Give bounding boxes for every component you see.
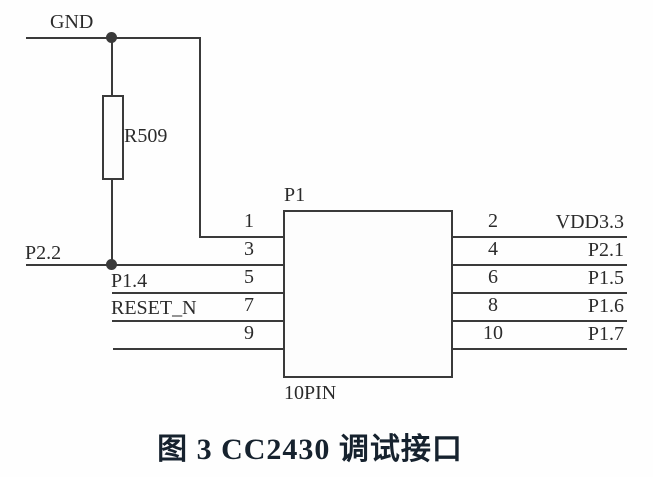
connector-designator-label: P1: [284, 184, 306, 206]
wire-pin4: [453, 264, 627, 266]
wire-resistor-top: [111, 38, 113, 95]
wire-pin8: [453, 320, 627, 322]
net-label-p1-5: P1.5: [587, 267, 624, 289]
pin-number-4: 4: [488, 238, 498, 260]
wire-pin7: [112, 320, 283, 322]
pin-number-8: 8: [488, 294, 498, 316]
pin-number-5: 5: [244, 266, 254, 288]
wire-pin2: [453, 236, 627, 238]
net-label-gnd: GND: [50, 11, 94, 33]
net-label-p1-7: P1.7: [587, 323, 624, 345]
pin-number-1: 1: [244, 210, 254, 232]
net-label-reset-n: RESET_N: [111, 297, 197, 319]
net-label-vdd3-3: VDD3.3: [555, 211, 624, 233]
wire-pin9: [113, 348, 283, 350]
net-label-p2-1: P2.1: [587, 239, 624, 261]
connector-footprint-label: 10PIN: [284, 382, 337, 404]
figure-caption: 图 3 CC2430 调试接口: [157, 433, 463, 466]
net-label-p2-2: P2.2: [25, 242, 62, 264]
pin-number-7: 7: [244, 294, 254, 316]
resistor-body: [102, 95, 124, 180]
pin-number-2: 2: [488, 210, 498, 232]
net-label-p1-4: P1.4: [111, 270, 148, 292]
resistor-ref-label: R509: [124, 125, 168, 147]
connector-body: [283, 210, 453, 378]
wire-pin3: [26, 264, 283, 266]
junction-dot: [106, 32, 117, 43]
pin-number-10: 10: [483, 322, 503, 344]
wire-pin1: [199, 236, 283, 238]
wire-pin5: [112, 292, 283, 294]
wire-pin10: [453, 348, 627, 350]
wire-gnd-to-pin1: [199, 38, 201, 237]
wire-resistor-bottom: [111, 180, 113, 265]
net-label-p1-6: P1.6: [587, 295, 624, 317]
pin-number-6: 6: [488, 266, 498, 288]
pin-number-3: 3: [244, 238, 254, 260]
pin-number-9: 9: [244, 322, 254, 344]
wire-pin6: [453, 292, 627, 294]
